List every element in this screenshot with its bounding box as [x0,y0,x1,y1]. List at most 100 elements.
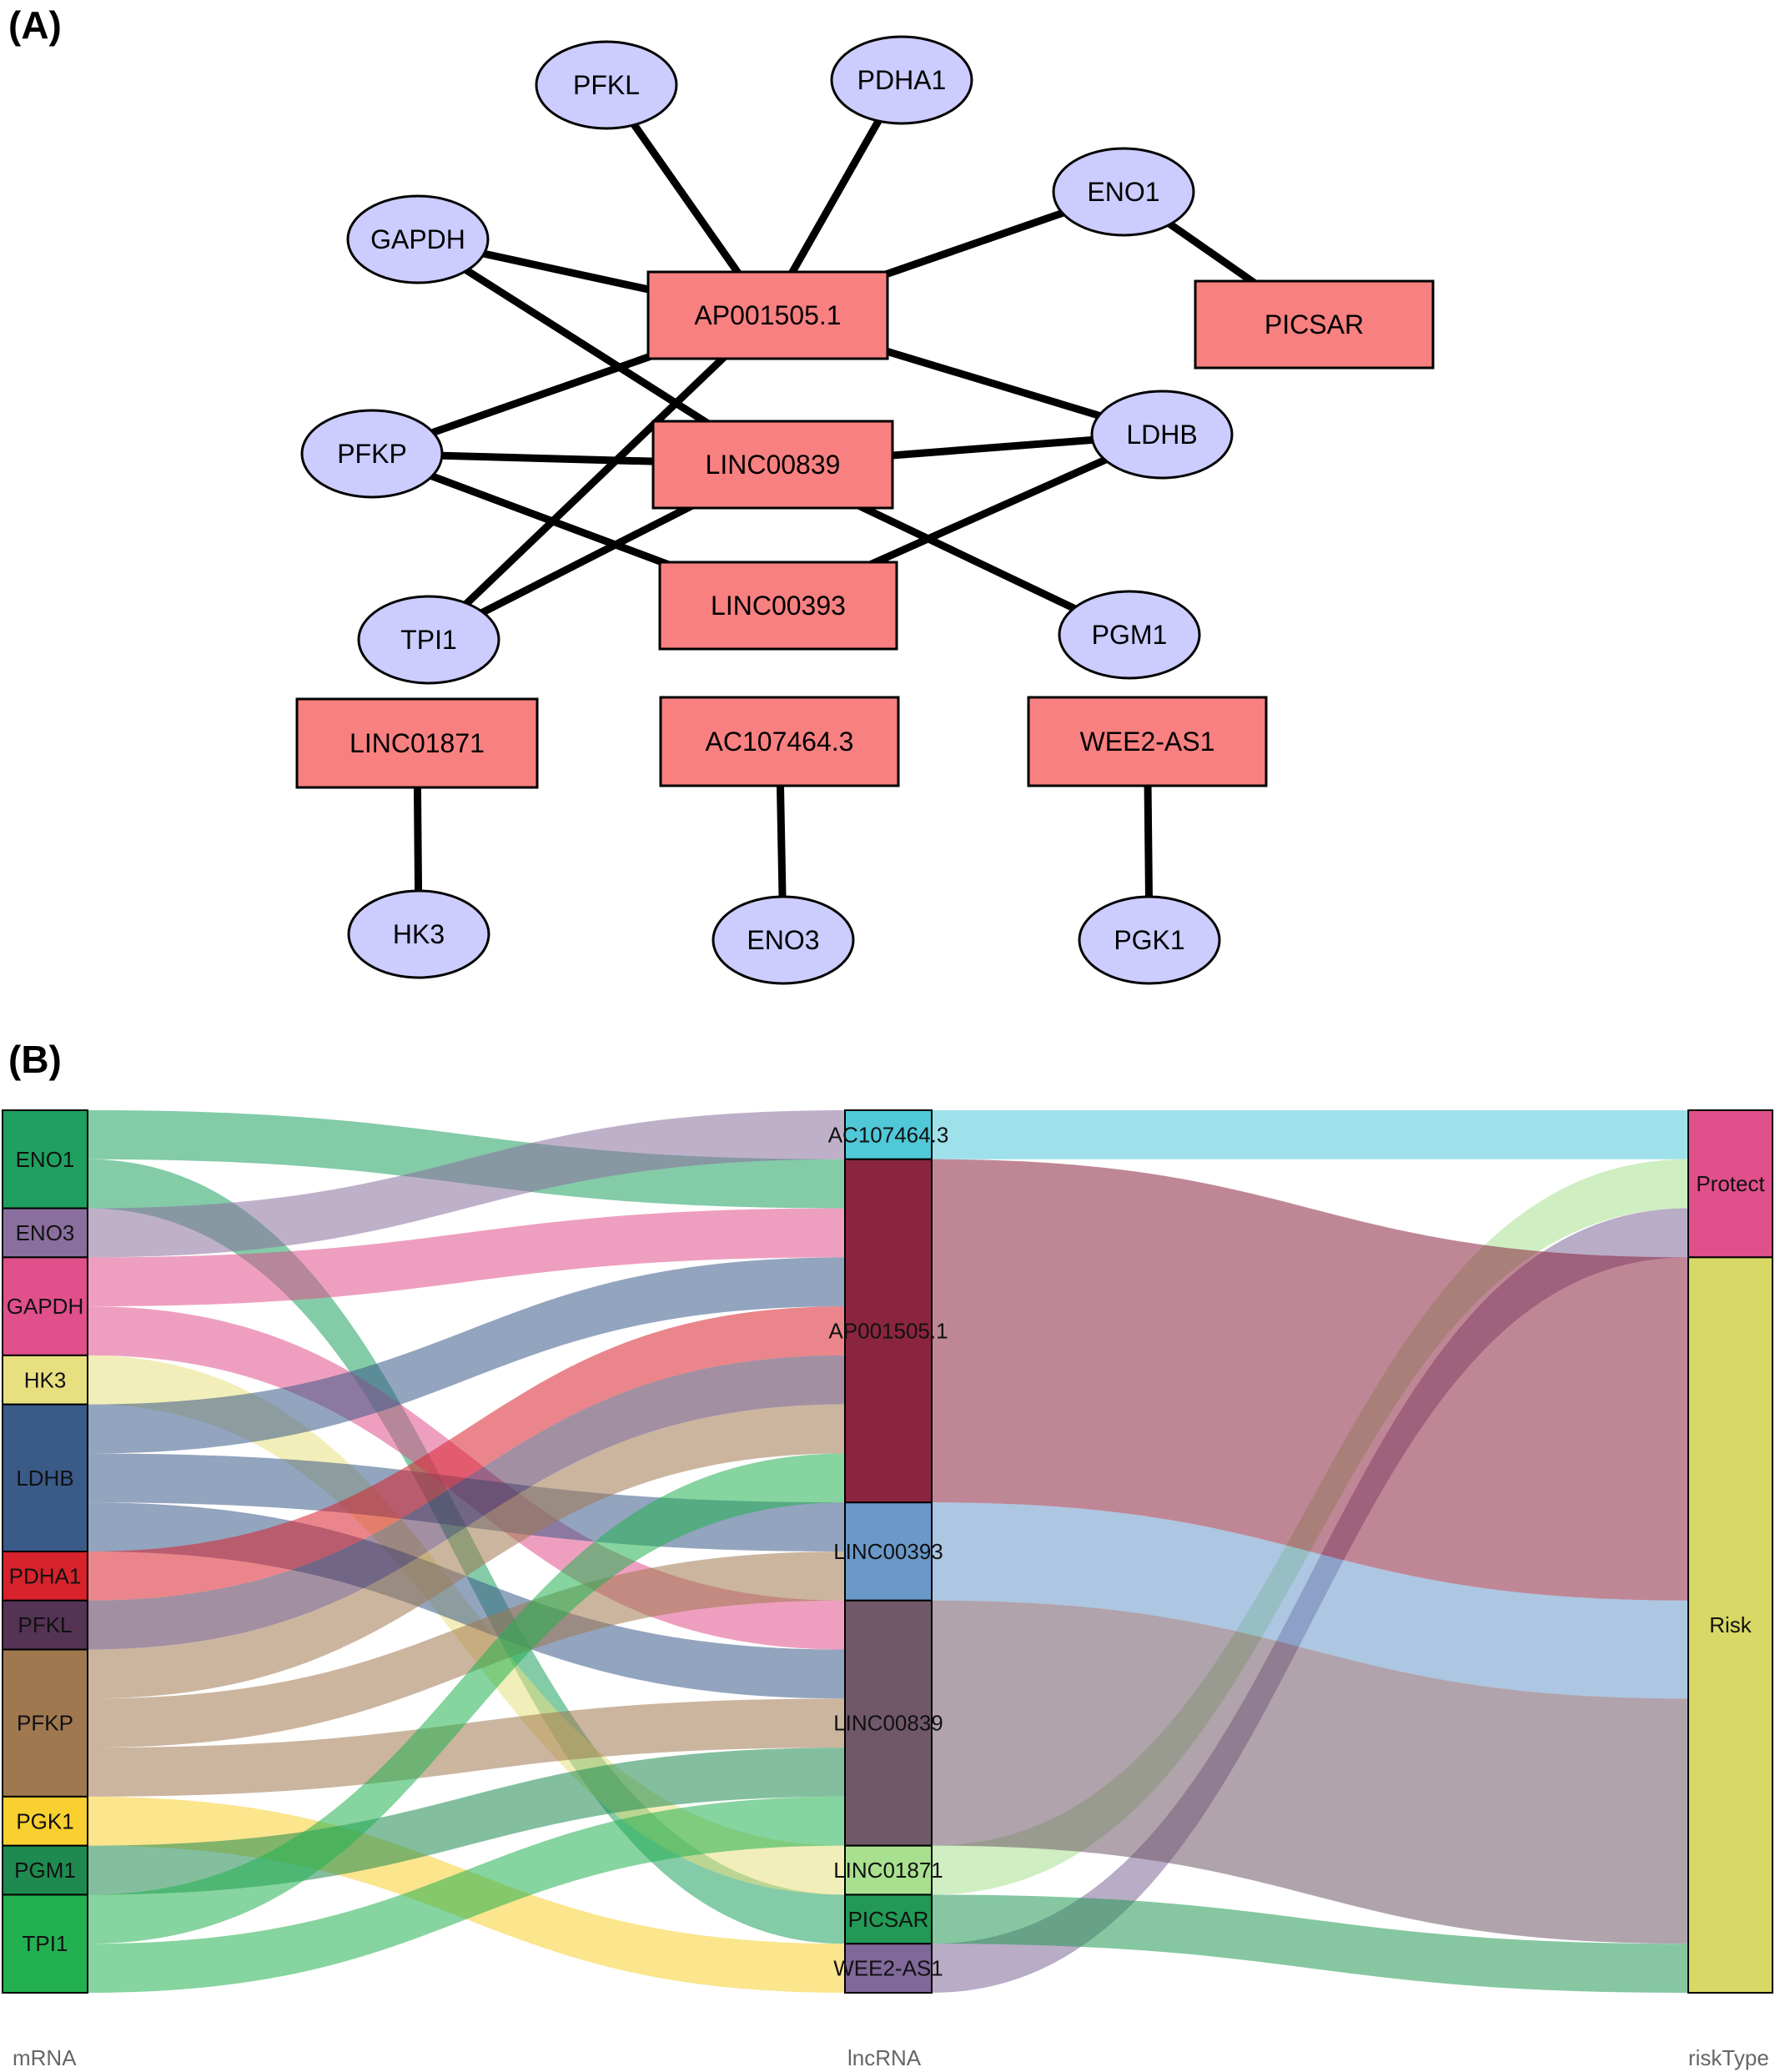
node-gapdh[interactable]: GAPDH [346,194,490,284]
mrna-pgk1[interactable]: PGK1 [2,1795,88,1847]
mrna-eno1-label: ENO1 [16,1147,75,1172]
mrna-hk3[interactable]: HK3 [2,1354,88,1406]
node-linc00839[interactable]: LINC00839 [651,420,894,510]
lncrna-linc00393-label: LINC00393 [833,1539,943,1564]
risk-risk-label: Risk [1709,1612,1752,1637]
node-linc00393[interactable]: LINC00393 [658,561,898,651]
lncrna-picsar-bar [844,1893,933,1945]
lncrna-linc00839-bar [844,1599,933,1847]
mrna-tpi1-label: TPI1 [23,1931,68,1956]
sankey-flows [88,1110,1688,1993]
mrna-eno1-bar [2,1109,88,1210]
node-ac107464-3[interactable]: AC107464.3 [659,696,900,787]
risk-protect[interactable]: Protect [1687,1109,1773,1259]
flow-ac107464-3-protect [932,1110,1688,1159]
mrna-gapdh[interactable]: GAPDH [2,1256,88,1356]
flow-linc00839-risk [932,1600,1688,1944]
node-pgk1[interactable]: PGK1 [1078,895,1221,985]
node-pfkp-ellipse [300,409,444,499]
mrna-eno1[interactable]: ENO1 [2,1109,88,1210]
lncrna-linc00839[interactable]: LINC00839 [833,1599,943,1847]
risk-protect-bar [1687,1109,1773,1259]
mrna-pfkl-bar [2,1599,88,1651]
lncrna-linc01871[interactable]: LINC01871 [833,1844,943,1896]
node-wee2-as1[interactable]: WEE2-AS1 [1027,696,1268,787]
node-pgm1-label: PGM1 [1092,620,1168,650]
edge-ap001505-1-tpi1 [425,312,771,643]
node-linc00393-label: LINC00393 [711,591,846,621]
node-pgm1-ellipse [1058,590,1201,680]
mrna-pdha1-bar [2,1551,88,1602]
mrna-gapdh-bar [2,1256,88,1356]
flow-pfkp-linc00393 [88,1551,845,1748]
node-eno3-ellipse [712,895,855,985]
lncrna-linc00839-label: LINC00839 [833,1711,943,1736]
node-ac107464-3-label: AC107464.3 [706,727,854,757]
node-ac107464-3-box [659,696,900,787]
mrna-pgk1-label: PGK1 [16,1808,73,1833]
risk-protect-label: Protect [1696,1171,1765,1196]
lncrna-picsar[interactable]: PICSAR [844,1893,933,1945]
node-pgk1-ellipse [1078,895,1221,985]
node-pgk1-label: PGK1 [1114,925,1184,955]
node-hk3-ellipse [347,889,490,979]
lncrna-ap001505-1[interactable]: AP001505.1 [828,1158,948,1504]
lncrna-wee2-as1-bar [844,1943,933,1994]
mrna-pfkp-label: PFKP [17,1711,73,1736]
node-ldhb[interactable]: LDHB [1090,390,1234,480]
node-picsar-label: PICSAR [1265,309,1364,339]
mrna-eno3-bar [2,1207,88,1259]
mrna-pfkp[interactable]: PFKP [2,1648,88,1798]
mrna-pfkl[interactable]: PFKL [2,1599,88,1651]
node-tpi1[interactable]: TPI1 [357,595,500,685]
flow-pdha1-ap001505-1 [88,1306,845,1601]
flow-linc00393-risk [932,1502,1688,1699]
node-pgm1[interactable]: PGM1 [1058,590,1201,680]
node-ap001505-1-label: AP001505.1 [694,300,841,330]
mrna-hk3-label: HK3 [24,1367,67,1392]
axis-label-lncrna: lncRNA [847,2045,922,2070]
flow-pfkp-ap001505-1 [88,1404,845,1699]
risk-risk[interactable]: Risk [1687,1256,1773,1994]
mrna-tpi1[interactable]: TPI1 [2,1893,88,1994]
node-pfkp[interactable]: PFKP [300,409,444,499]
lncrna-ac107464-3[interactable]: AC107464.3 [828,1109,949,1160]
lncrna-linc01871-bar [844,1844,933,1896]
node-ldhb-ellipse [1090,390,1234,480]
node-hk3[interactable]: HK3 [347,889,490,979]
node-eno1-label: ENO1 [1087,177,1159,207]
mrna-eno3-label: ENO3 [16,1220,75,1245]
lncrna-picsar-label: PICSAR [848,1907,929,1932]
node-pfkl-ellipse [535,40,678,130]
mrna-pfkl-label: PFKL [18,1612,72,1637]
node-picsar-box [1194,279,1435,370]
node-pdha1-ellipse [830,35,973,125]
node-linc01871-box [295,697,539,789]
flow-gapdh-ap001505-1 [88,1208,845,1307]
flow-tpi1-linc00839 [88,1796,845,1993]
flow-ldhb-ap001505-1 [88,1257,845,1454]
node-linc01871[interactable]: LINC01871 [295,697,539,789]
node-eno3[interactable]: ENO3 [712,895,855,985]
lncrna-wee2-as1[interactable]: WEE2-AS1 [833,1943,943,1994]
mrna-ldhb[interactable]: LDHB [2,1403,88,1552]
lncrna-linc00393[interactable]: LINC00393 [833,1501,943,1602]
node-eno1[interactable]: ENO1 [1052,147,1195,237]
node-ap001505-1[interactable]: AP001505.1 [646,270,889,360]
mrna-pgm1[interactable]: PGM1 [2,1844,88,1896]
mrna-pgm1-label: PGM1 [14,1858,76,1883]
node-picsar[interactable]: PICSAR [1194,279,1435,370]
node-pdha1[interactable]: PDHA1 [830,35,973,125]
mrna-pdha1[interactable]: PDHA1 [2,1551,88,1602]
mrna-tpi1-bar [2,1893,88,1994]
mrna-eno3[interactable]: ENO3 [2,1207,88,1259]
axis-label-mrna: mRNA [13,2045,77,2070]
node-pfkl[interactable]: PFKL [535,40,678,130]
panel-b-label: (B) [8,1038,62,1081]
lncrna-linc01871-label: LINC01871 [833,1858,943,1883]
node-hk3-label: HK3 [393,919,445,949]
